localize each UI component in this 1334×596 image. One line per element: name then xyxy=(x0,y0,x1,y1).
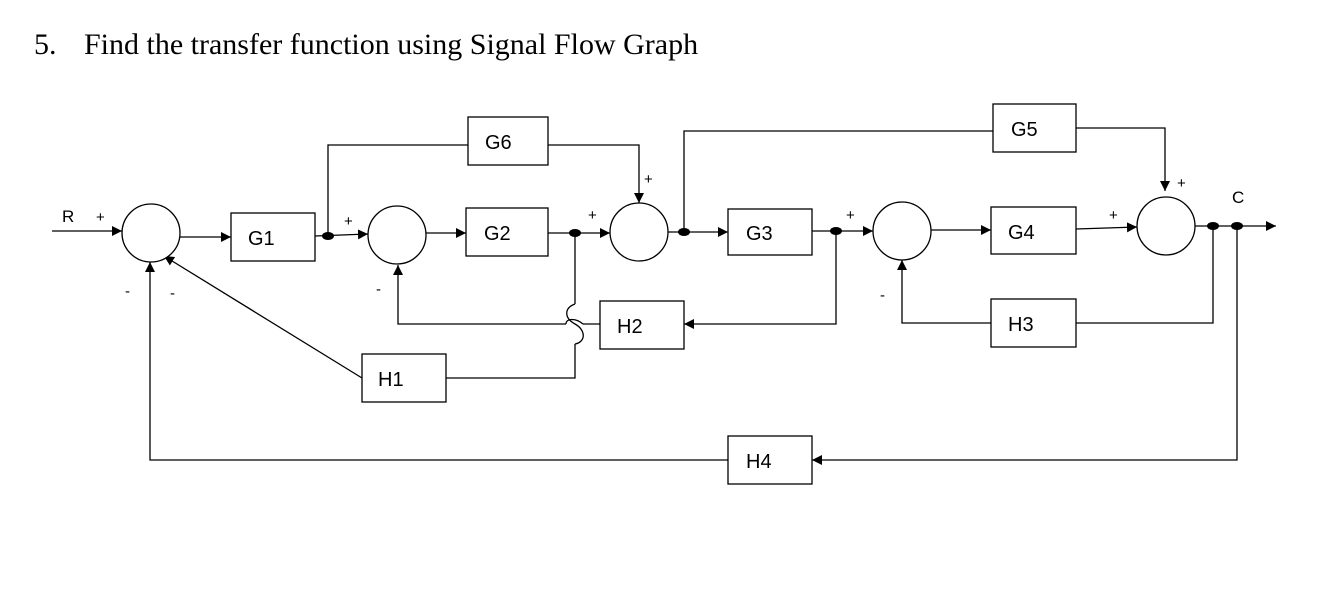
sign-sj2-plus: + xyxy=(344,213,353,230)
output-label-c: C xyxy=(1232,188,1244,207)
block-g6-label: G6 xyxy=(485,132,512,154)
takeoff-dot-output-1 xyxy=(1207,222,1219,230)
block-g6: G6 xyxy=(467,116,549,166)
wire-h1-output xyxy=(163,255,363,379)
wire-g6-input xyxy=(327,144,468,236)
block-h2-label: H2 xyxy=(617,316,643,338)
sign-sj1-plus: + xyxy=(96,209,105,226)
block-h4: H4 xyxy=(727,435,813,485)
block-h2: H2 xyxy=(599,300,685,350)
wire-g5-input xyxy=(683,130,993,232)
sign-sj5-plus-g4: + xyxy=(1109,207,1118,224)
block-h1-label: H1 xyxy=(378,369,404,391)
block-g5: G5 xyxy=(992,103,1077,153)
block-h1: H1 xyxy=(361,353,447,403)
takeoff-dot-sj3 xyxy=(678,228,690,236)
sign-sj1-minus-h1: - xyxy=(170,285,175,302)
block-g5-label: G5 xyxy=(1011,119,1038,141)
question-number: 5. xyxy=(34,28,57,61)
sign-sj5-plus-g5: + xyxy=(1177,175,1186,192)
sign-sj2-minus: - xyxy=(376,281,381,298)
block-g1: G1 xyxy=(230,212,316,262)
wire-g6-output xyxy=(548,144,644,203)
question-text: Find the transfer function using Signal … xyxy=(84,28,699,61)
wire-h4-output xyxy=(145,262,728,461)
wire-h2-input xyxy=(684,231,837,329)
wire-g5-output xyxy=(1076,127,1170,191)
sign-sj4-minus: - xyxy=(880,287,885,304)
summing-junction-3 xyxy=(609,202,669,262)
sign-sj3-plus-g6: + xyxy=(644,171,653,188)
input-label-r: R xyxy=(62,207,74,226)
summing-junction-1 xyxy=(121,203,181,263)
block-g3-label: G3 xyxy=(746,223,773,245)
takeoff-dot-g3 xyxy=(830,227,842,235)
block-h4-label: H4 xyxy=(746,451,772,473)
wire-g4-to-sj5 xyxy=(1075,222,1138,233)
takeoff-dot-g1 xyxy=(322,232,334,240)
sign-sj3-plus-g2: + xyxy=(588,207,597,224)
takeoff-dot-g2 xyxy=(569,229,581,237)
block-g2-label: G2 xyxy=(484,223,511,245)
block-h3: H3 xyxy=(990,298,1077,348)
question-heading: 5. Find the transfer function using Signa… xyxy=(34,28,698,62)
summing-junction-4 xyxy=(872,201,932,261)
block-g1-label: G1 xyxy=(248,228,275,250)
wire-h2-crossover xyxy=(565,318,584,325)
block-g3: G3 xyxy=(727,208,813,256)
wire-h2-output-left xyxy=(393,265,566,325)
summing-junction-5 xyxy=(1136,196,1196,256)
block-g2: G2 xyxy=(465,207,549,257)
wire-h3-input xyxy=(1076,226,1214,324)
summing-junction-2 xyxy=(367,205,427,265)
takeoff-dot-output-2 xyxy=(1231,222,1243,230)
wire-h1-input-lower xyxy=(446,344,576,379)
sign-sj4-plus: + xyxy=(846,207,855,224)
block-g4-label: G4 xyxy=(1008,222,1035,244)
wire-h3-output xyxy=(897,260,991,324)
sign-sj1-minus-h4: - xyxy=(125,283,130,300)
wire-h4-input xyxy=(812,226,1238,465)
block-h3-label: H3 xyxy=(1008,314,1034,336)
block-g4: G4 xyxy=(990,206,1077,255)
wire-h1-jump xyxy=(566,303,584,345)
